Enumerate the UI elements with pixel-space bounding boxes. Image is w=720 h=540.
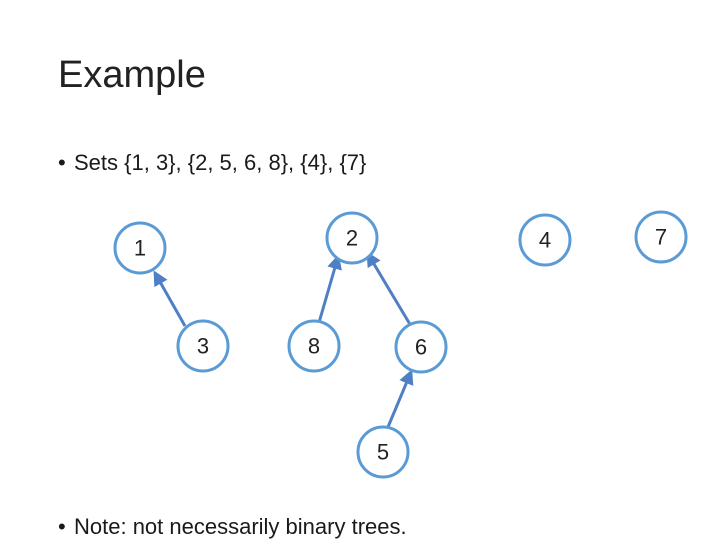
edge-8-to-2: [316, 254, 342, 327]
bullet-sets-text: Sets {1, 3}, {2, 5, 6, 8}, {4}, {7}: [74, 150, 367, 175]
node-8-label: 8: [308, 334, 320, 359]
node-6: 6: [394, 320, 448, 374]
edge-6-to-2: [366, 251, 413, 327]
bullet-marker: •: [58, 150, 66, 175]
node-6-label: 6: [415, 335, 427, 360]
node-4-label: 4: [539, 228, 551, 253]
node-7-label: 7: [655, 225, 667, 250]
bullet-marker: •: [58, 514, 66, 539]
bullet-note: • Note: not necessarily binary trees.: [58, 516, 407, 538]
bullet-note-text: Note: not necessarily binary trees.: [74, 514, 407, 539]
node-8: 8: [287, 319, 341, 373]
node-1: 1: [113, 221, 167, 275]
node-2-label: 2: [346, 226, 358, 251]
slide-title: Example: [58, 54, 206, 96]
node-5: 5: [356, 425, 410, 479]
bullet-sets: • Sets {1, 3}, {2, 5, 6, 8}, {4}, {7}: [58, 152, 366, 174]
edge-5-to-6: [386, 369, 414, 428]
node-3: 3: [176, 319, 230, 373]
node-3-label: 3: [197, 334, 209, 359]
edge-3-to-1: [153, 270, 187, 327]
node-4: 4: [518, 213, 572, 267]
node-2: 2: [325, 211, 379, 265]
node-5-label: 5: [377, 440, 389, 465]
node-7: 7: [634, 210, 688, 264]
node-1-label: 1: [134, 236, 146, 261]
